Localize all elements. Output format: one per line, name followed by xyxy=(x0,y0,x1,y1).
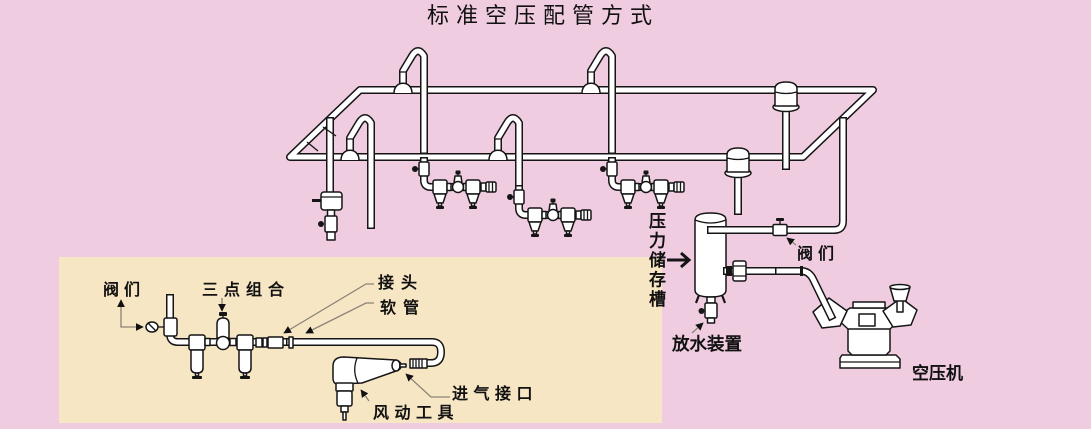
main-header-loop-fill xyxy=(287,87,876,160)
return-valve-handle-icon xyxy=(776,218,784,221)
page-title: 标准空压配管方式 xyxy=(427,4,660,29)
leader-valve-main xyxy=(786,237,797,246)
label-valve-inset: 阀们 xyxy=(103,280,146,299)
leader-connector xyxy=(283,283,374,334)
label-drain-device: 放水装置 xyxy=(672,335,742,355)
riser-lower-valve-knob-icon xyxy=(318,221,324,227)
tool-bit xyxy=(342,411,347,421)
tee-back-1 xyxy=(393,82,413,94)
gooseneck-front-1-fill xyxy=(347,115,374,228)
inset-filter-drain xyxy=(194,372,200,377)
air-filter-cup-rim xyxy=(889,283,911,291)
inset-lubricator-bowl xyxy=(238,349,252,374)
inset-coupler xyxy=(229,337,237,347)
drain-valve-knob-icon xyxy=(698,308,705,314)
drain-valve-body xyxy=(704,302,718,319)
separator-front xyxy=(724,147,752,215)
tool-end-cap xyxy=(391,359,401,372)
inset-filter-bowl xyxy=(190,349,204,374)
leader-drain xyxy=(691,322,704,334)
inset-filter-foot xyxy=(192,376,202,379)
arrow-right-icon xyxy=(667,251,692,269)
inset-regulator-bonnet xyxy=(216,317,230,339)
tee-front-1 xyxy=(340,149,360,161)
tool-collar xyxy=(335,382,354,392)
label-pneumatic-tool: 风动工具 xyxy=(373,403,460,422)
separator-front-band xyxy=(726,157,750,161)
hose-ring xyxy=(800,266,803,276)
inset-regulator-knob-icon xyxy=(219,312,227,316)
tee-front-2 xyxy=(488,149,508,161)
tank-shell xyxy=(694,212,727,298)
gooseneck-back-2-fill xyxy=(588,48,615,153)
inset-valve-handle-mark xyxy=(147,322,157,332)
inset-regulator-body xyxy=(215,335,231,351)
inset-nipple xyxy=(255,337,263,348)
drain-valve-outlet xyxy=(706,317,716,324)
inset-piping xyxy=(145,294,445,421)
separator-back-band xyxy=(774,91,798,95)
inset-connector xyxy=(267,336,284,349)
inset-filter-body xyxy=(188,334,206,351)
air-compressor xyxy=(812,283,918,369)
tank-outlet-flange-band xyxy=(733,265,746,277)
leader-tool xyxy=(360,389,370,402)
tool-housing-seam xyxy=(354,357,359,384)
label-air-compressor: 空压机 xyxy=(912,364,963,384)
leader-hose xyxy=(305,302,374,334)
tank-outlet-band xyxy=(726,266,732,276)
compressor-top-plate xyxy=(852,301,886,309)
riser-outlet-stub xyxy=(326,231,336,241)
air-filter-stem xyxy=(896,299,904,313)
separator-back xyxy=(772,81,800,170)
inset-hose-ring xyxy=(288,336,294,349)
return-pipe-fill xyxy=(708,118,846,233)
inset-hose-fill xyxy=(287,339,444,366)
label-hose: 软管 xyxy=(380,298,427,317)
pneumatic-tool xyxy=(332,356,407,421)
tank-legs xyxy=(694,294,727,304)
inset-supply-pipe-fill xyxy=(167,295,293,345)
inset-lubricator-body xyxy=(236,334,254,351)
leader-valve-inset xyxy=(117,299,144,331)
tee-back-2 xyxy=(581,82,601,94)
riser-valve-lever xyxy=(312,199,321,202)
inset-nipple xyxy=(262,337,268,348)
riser-lower-valve xyxy=(324,215,338,233)
inset-coupler xyxy=(204,337,211,347)
branch-drop-frl-3 xyxy=(600,161,684,209)
inset-hose-coupling-ridges xyxy=(412,359,423,368)
label-air-inlet: 进气接口 xyxy=(452,384,539,403)
inset-lubricator-foot xyxy=(240,376,250,379)
tank-drain-neck xyxy=(706,296,716,304)
branch-drop-frl-1 xyxy=(412,161,496,209)
tool-housing xyxy=(332,356,402,385)
label-valve-main: 阀们 xyxy=(797,244,840,263)
gooseneck-back-1-fill xyxy=(400,48,427,153)
tool-air-inlet-pin xyxy=(399,363,407,368)
tank-outlet-flange xyxy=(732,260,747,282)
tool-nozzle-body xyxy=(336,390,353,407)
return-valve-body xyxy=(772,223,788,237)
inset-valve-body xyxy=(163,317,178,337)
label-frl-unit: 三点组合 xyxy=(202,280,291,299)
tool-nozzle-tip xyxy=(340,405,349,413)
riser-valve-assembly xyxy=(312,191,343,241)
branch-drop-frl-2 xyxy=(507,189,591,237)
label-connector: 接头 xyxy=(378,273,425,292)
label-pressure-tank: 压力储存槽 xyxy=(645,212,665,310)
inset-lubricator-drain xyxy=(242,372,248,377)
gooseneck-bands xyxy=(306,71,595,152)
inset-supply-pipe xyxy=(166,294,294,346)
leader-air-inlet xyxy=(405,373,450,398)
gooseneck-front-2-fill xyxy=(495,115,522,193)
riser-valve-body xyxy=(320,191,343,211)
tank-top-seam xyxy=(694,219,727,224)
compressor-center-block xyxy=(858,313,876,327)
